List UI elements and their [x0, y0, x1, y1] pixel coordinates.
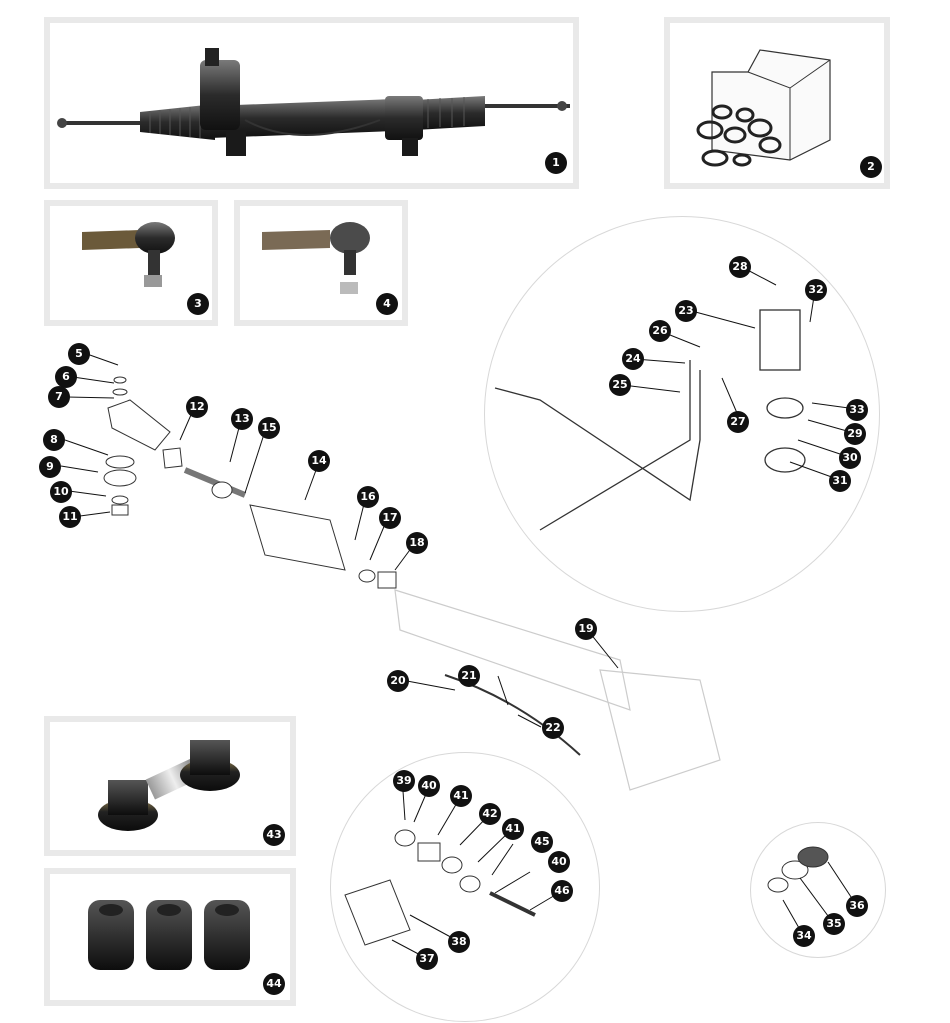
rubber-bushes-43 — [98, 740, 240, 831]
callout-25[interactable]: 25 — [609, 374, 631, 396]
mount-parts — [344, 829, 536, 946]
callout-37[interactable]: 37 — [416, 948, 438, 970]
callout-35[interactable]: 35 — [823, 913, 845, 935]
callout-40b[interactable]: 40 — [548, 851, 570, 873]
pinion-seal-parts — [767, 846, 829, 893]
valve-pipes — [494, 309, 806, 531]
callout-45[interactable]: 45 — [531, 831, 553, 853]
callout-12[interactable]: 12 — [186, 396, 208, 418]
panel-steering-rack[interactable] — [44, 17, 579, 189]
callout-43[interactable]: 43 — [263, 824, 285, 846]
callout-2[interactable]: 2 — [860, 156, 882, 178]
callout-7[interactable]: 7 — [48, 386, 70, 408]
callout-19[interactable]: 19 — [575, 618, 597, 640]
callout-26[interactable]: 26 — [649, 320, 671, 342]
callout-29[interactable]: 29 — [844, 423, 866, 445]
tie-rod-end-3 — [82, 222, 175, 287]
callout-5[interactable]: 5 — [68, 343, 90, 365]
callout-9[interactable]: 9 — [39, 456, 61, 478]
seal-kit-box — [696, 49, 831, 167]
callout-42[interactable]: 42 — [479, 803, 501, 825]
callout-16[interactable]: 16 — [357, 486, 379, 508]
callout-38[interactable]: 38 — [448, 931, 470, 953]
exploded-tie-rod — [103, 376, 397, 589]
callout-14[interactable]: 14 — [308, 450, 330, 472]
rack-body-outline — [394, 589, 721, 791]
callout-13[interactable]: 13 — [231, 408, 253, 430]
leader-lines — [60, 265, 858, 959]
callout-6[interactable]: 6 — [55, 366, 77, 388]
zoom-circle-valve-detail — [484, 216, 880, 612]
tie-rod-end-4 — [262, 222, 370, 294]
callout-32[interactable]: 32 — [805, 279, 827, 301]
callout-11[interactable]: 11 — [59, 506, 81, 528]
callout-30[interactable]: 30 — [839, 447, 861, 469]
callout-24[interactable]: 24 — [622, 348, 644, 370]
callout-41b[interactable]: 41 — [502, 818, 524, 840]
callout-39[interactable]: 39 — [393, 770, 415, 792]
callout-17[interactable]: 17 — [379, 507, 401, 529]
zoom-circle-mount-detail — [330, 752, 600, 1022]
callout-20[interactable]: 20 — [387, 670, 409, 692]
callout-23[interactable]: 23 — [675, 300, 697, 322]
callout-27[interactable]: 27 — [727, 411, 749, 433]
callout-36[interactable]: 36 — [846, 895, 868, 917]
callout-44[interactable]: 44 — [263, 973, 285, 995]
callout-31[interactable]: 31 — [829, 470, 851, 492]
callout-15[interactable]: 15 — [258, 417, 280, 439]
callout-28[interactable]: 28 — [729, 256, 751, 278]
callout-10[interactable]: 10 — [50, 481, 72, 503]
poly-bushes-44 — [88, 900, 250, 970]
zoom-circle-pinion-seal-detail — [750, 822, 886, 958]
callout-18[interactable]: 18 — [406, 532, 428, 554]
callout-34[interactable]: 34 — [793, 925, 815, 947]
callout-1[interactable]: 1 — [545, 152, 567, 174]
callout-21[interactable]: 21 — [458, 665, 480, 687]
callout-33[interactable]: 33 — [846, 399, 868, 421]
callout-4[interactable]: 4 — [376, 293, 398, 315]
steering-rack-assembly — [57, 48, 570, 156]
callout-22[interactable]: 22 — [542, 717, 564, 739]
callout-46[interactable]: 46 — [551, 880, 573, 902]
callout-8[interactable]: 8 — [43, 429, 65, 451]
callout-41a[interactable]: 41 — [450, 785, 472, 807]
callout-3[interactable]: 3 — [187, 293, 209, 315]
callout-40a[interactable]: 40 — [418, 775, 440, 797]
